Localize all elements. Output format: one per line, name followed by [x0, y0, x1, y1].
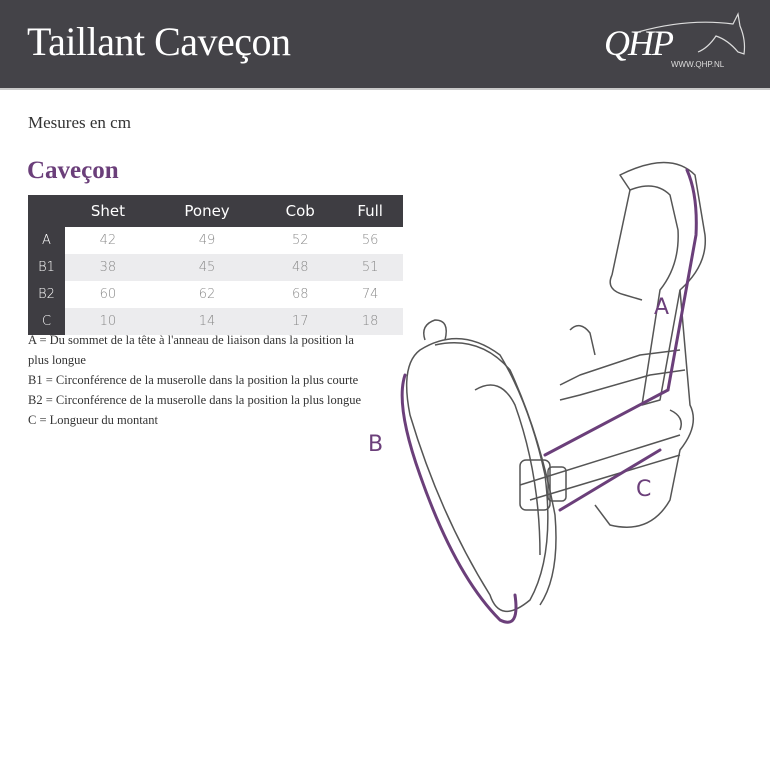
cell: 42	[99, 233, 117, 248]
cell: 62	[198, 287, 216, 302]
measurement-notes: A = Du sommet de la tête à l'anneau de l…	[28, 330, 398, 430]
page-title: Taillant Caveçon	[27, 19, 291, 64]
label-a: A	[654, 295, 670, 320]
table-row: B1 38 45 48 51	[28, 254, 403, 281]
cell: 52	[291, 233, 309, 248]
row-label: C	[28, 308, 65, 335]
cell: 17	[263, 308, 338, 335]
label-c: C	[636, 477, 652, 502]
cell: 56	[361, 233, 379, 248]
cell: 18	[337, 308, 403, 335]
note-line: plus longue	[28, 353, 86, 367]
column-header: Poney	[150, 195, 264, 227]
section-title: Caveçon	[27, 157, 119, 184]
corner-cell	[28, 195, 65, 227]
cell: 49	[198, 233, 216, 248]
table-row: B2 60 62 68 74	[28, 281, 403, 308]
measure-line-c	[558, 448, 662, 512]
row-label: B2	[28, 281, 65, 308]
horse-head-icon	[637, 12, 746, 55]
note-line: B1 = Circonférence de la muserolle dans …	[28, 373, 359, 387]
qhp-logo: QHP WWW.QHP.NL	[598, 10, 748, 72]
cell: 51	[337, 254, 403, 281]
column-header: Shet	[65, 195, 151, 227]
table-header-row: Shet Poney Cob Full	[28, 195, 403, 227]
header-banner: Taillant Caveçon QHP WWW.QHP.NL	[0, 0, 770, 90]
cell: 74	[361, 287, 379, 302]
label-b: B	[368, 432, 384, 457]
cavesson-illustration: A B C	[368, 155, 770, 635]
column-header: Cob	[263, 195, 338, 227]
table-row: C 10 14 17 18	[28, 308, 403, 335]
cell: 45	[150, 254, 264, 281]
logo-text: QHP	[604, 23, 674, 63]
column-header: Full	[337, 195, 403, 227]
note-line: C = Longueur du montant	[28, 413, 158, 427]
note-line: A = Du sommet de la tête à l'anneau de l…	[28, 333, 354, 347]
cell: 48	[263, 254, 338, 281]
size-table: Shet Poney Cob Full A 42 49 52 56 B1 38 …	[28, 195, 403, 335]
cell: 14	[150, 308, 264, 335]
measurement-lines	[400, 168, 698, 624]
row-label: A	[28, 227, 65, 254]
cell: 68	[291, 287, 309, 302]
logo-url: WWW.QHP.NL	[671, 60, 725, 69]
cell: 10	[65, 308, 151, 335]
cavesson-drawing	[400, 161, 707, 624]
table-row: A 42 49 52 56	[28, 227, 403, 254]
measure-line-a	[543, 168, 698, 457]
cell: 60	[99, 287, 117, 302]
measure-line-b	[400, 373, 518, 624]
cell: 38	[65, 254, 151, 281]
row-label: B1	[28, 254, 65, 281]
note-line: B2 = Circonférence de la muserolle dans …	[28, 393, 362, 407]
units-subtitle: Mesures en cm	[28, 113, 131, 132]
